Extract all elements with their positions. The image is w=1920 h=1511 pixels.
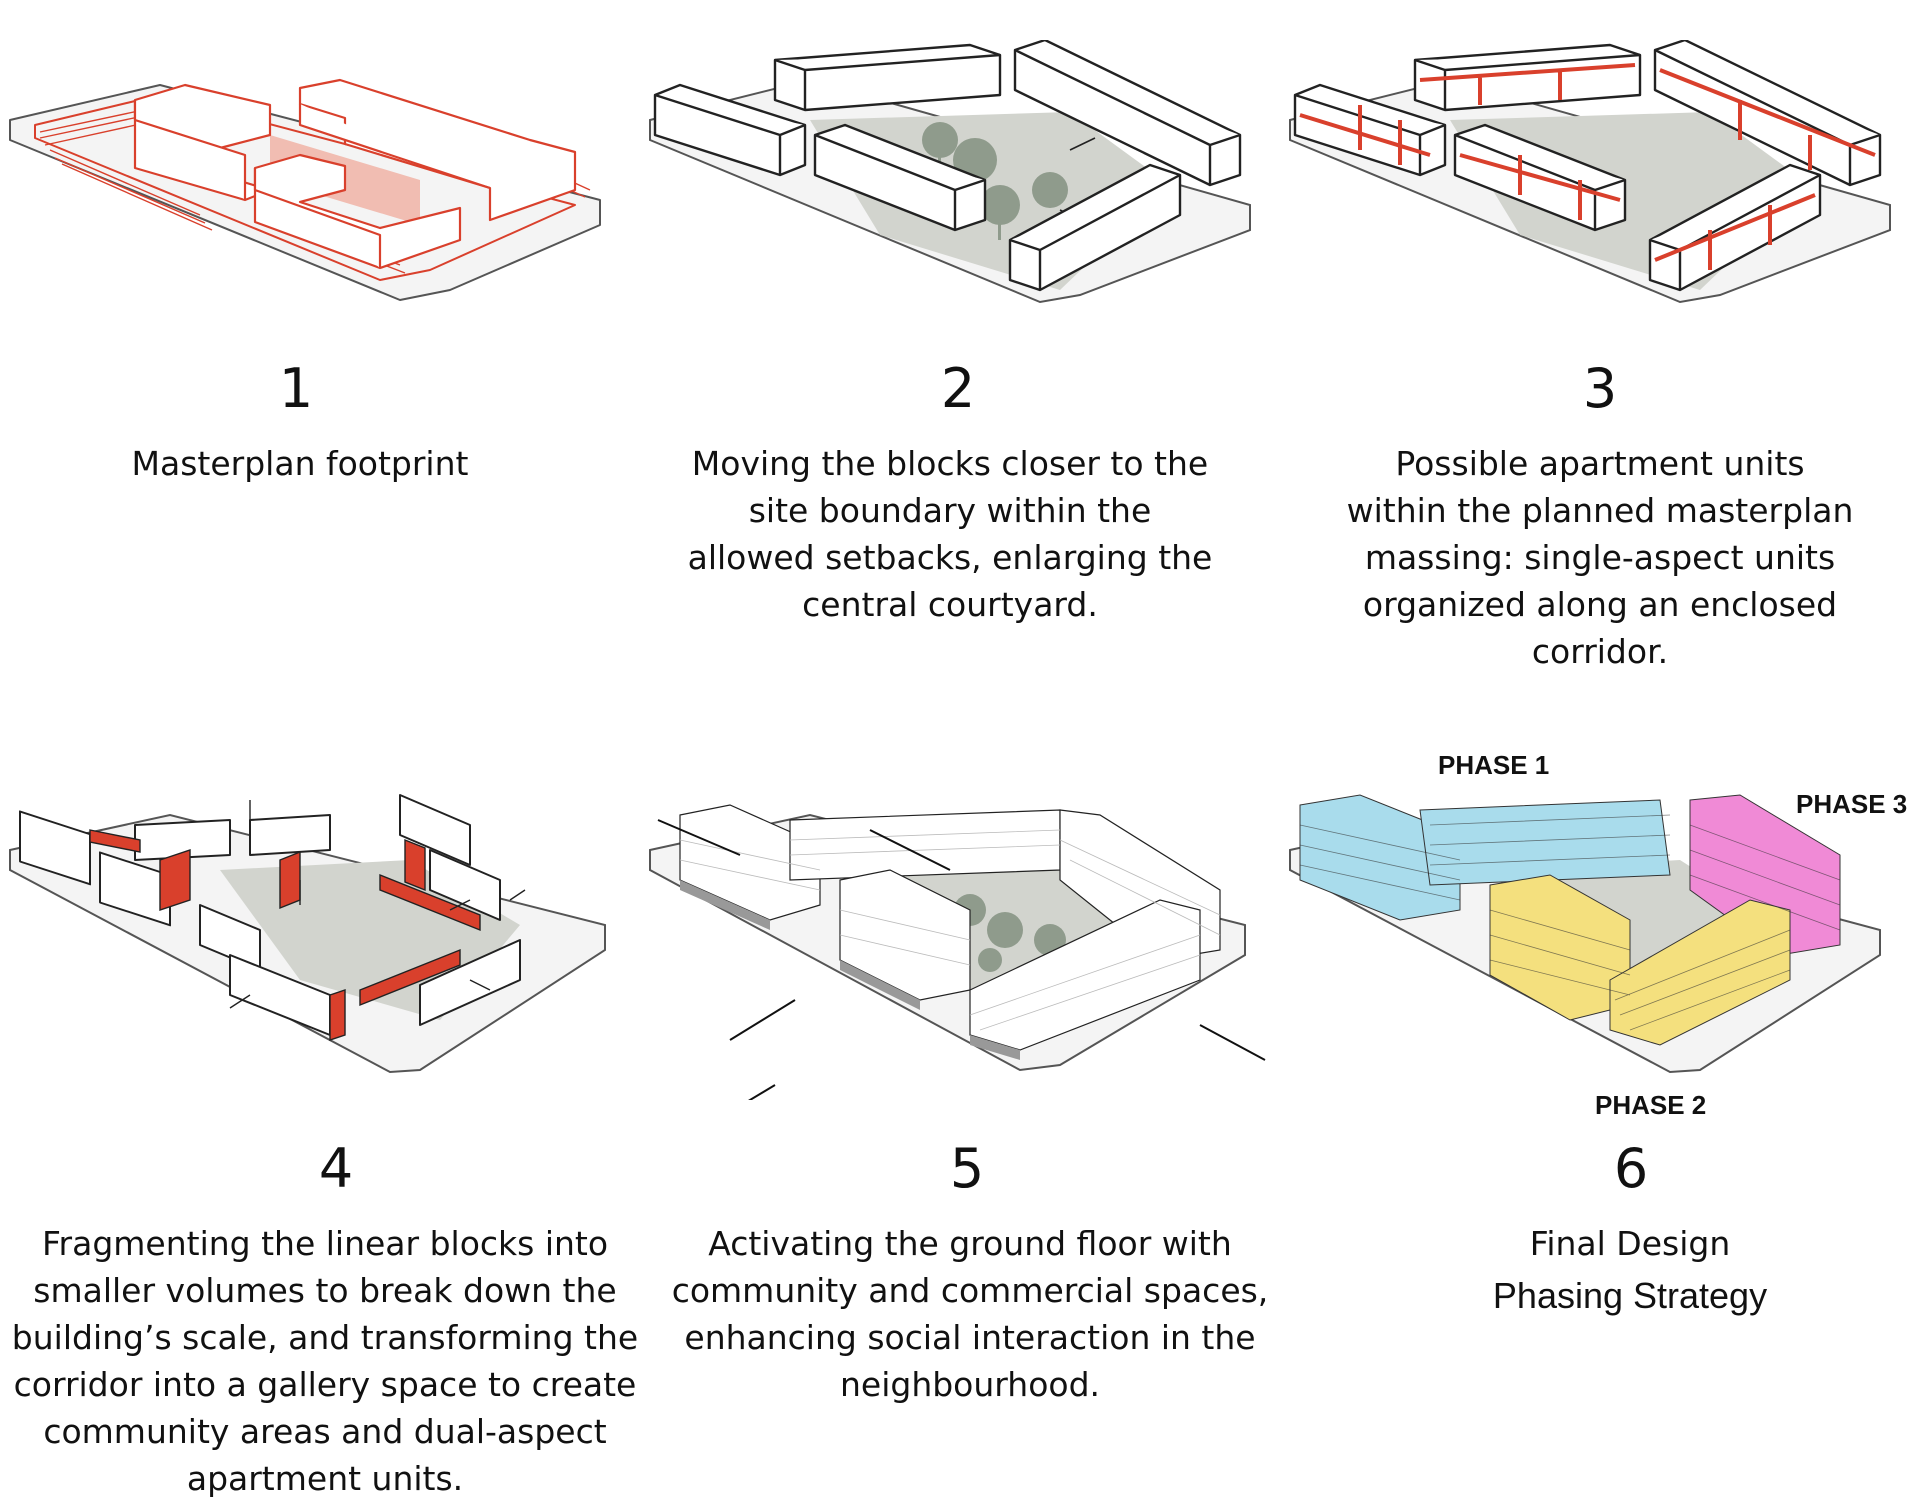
panel-2-number: 2 <box>940 357 976 420</box>
diagram-masterplan-footprint <box>9 78 601 301</box>
panel-5-caption: Activating the ground floor with communi… <box>671 1224 1269 1404</box>
panel-4-caption: Fragmenting the linear blocks into small… <box>11 1224 639 1498</box>
panel-1-caption: Masterplan footprint <box>131 444 469 483</box>
panel-6-caption: Final Design <box>1529 1224 1731 1263</box>
panel-6-caption-line2: Phasing Strategy <box>1492 1275 1768 1316</box>
phase-2-label: PHASE 2 <box>1595 1090 1707 1120</box>
panel-4-number: 4 <box>318 1137 354 1200</box>
panel-3-caption: Possible apartment units within the plan… <box>1346 444 1854 671</box>
panel-6-number: 6 <box>1613 1137 1649 1200</box>
diagram-phasing-strategy <box>1289 794 1881 1074</box>
phase-1-label: PHASE 1 <box>1438 750 1550 780</box>
diagram-blocks-moved <box>649 40 1251 304</box>
phase-3-label: PHASE 3 <box>1796 789 1908 819</box>
diagram-active-ground-floor <box>649 804 1266 1100</box>
diagram-single-aspect-units <box>1289 40 1891 304</box>
panel-5-number: 5 <box>949 1137 985 1200</box>
diagram-fragmented-blocks <box>9 794 606 1074</box>
panel-3-number: 3 <box>1582 357 1618 420</box>
panel-2-caption: Moving the blocks closer to the site bou… <box>687 444 1213 624</box>
panel-1-number: 1 <box>278 357 314 420</box>
